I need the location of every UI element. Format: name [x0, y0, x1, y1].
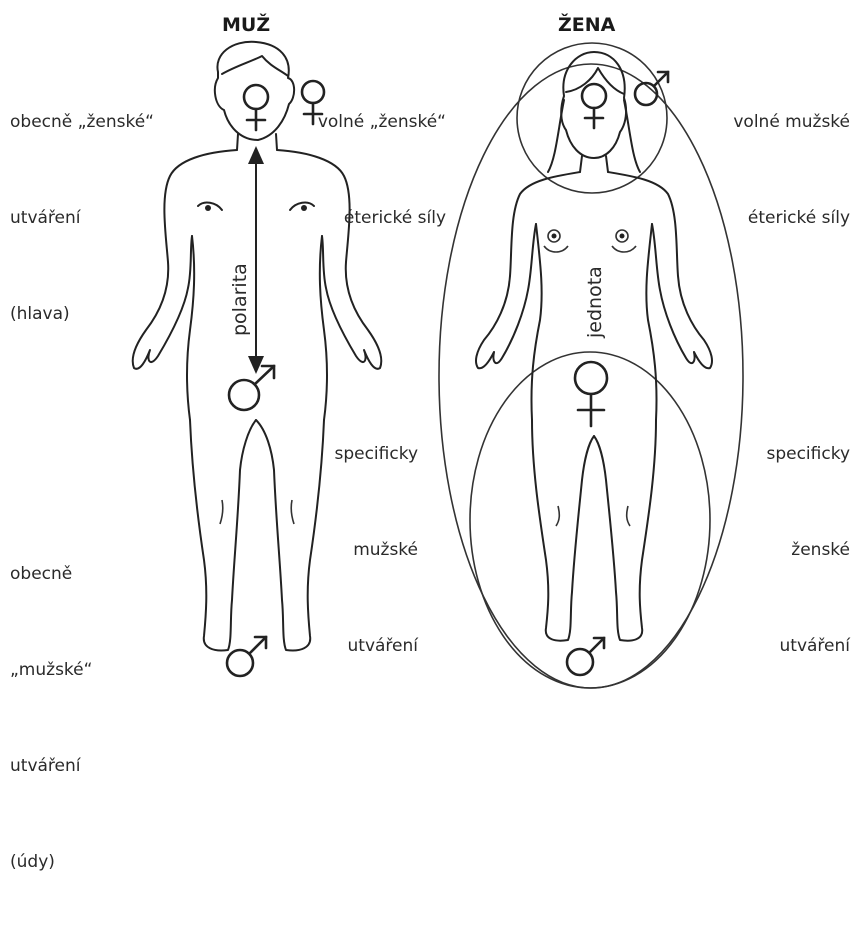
unity-label: jednota — [584, 266, 606, 339]
female-free-forces-label: volné mužské éterické síly — [700, 42, 850, 298]
polarity-label: polarita — [229, 263, 251, 336]
mars-symbol-icon — [567, 638, 604, 675]
female-specific-label: specificky ženské utváření — [726, 374, 850, 726]
male-free-forces-label: volné „ženské“ éterické síly — [296, 42, 446, 298]
mars-symbol-icon — [227, 637, 266, 676]
venus-symbol-icon — [582, 84, 606, 128]
female-figure: jednota — [439, 43, 743, 688]
male-title: MUŽ — [222, 14, 270, 36]
male-specific-label: specificky mužské utváření — [300, 374, 418, 726]
male-limbs-label: obecně „mužské“ utváření (údy) — [10, 494, 92, 942]
male-head-label: obecně „ženské“ utváření (hlava) — [10, 42, 154, 394]
venus-symbol-icon — [244, 85, 268, 130]
mars-symbol-icon — [229, 366, 274, 410]
polarity-diagram: polarita — [0, 0, 855, 693]
female-title: ŽENA — [558, 14, 615, 36]
venus-symbol-icon — [575, 362, 607, 426]
